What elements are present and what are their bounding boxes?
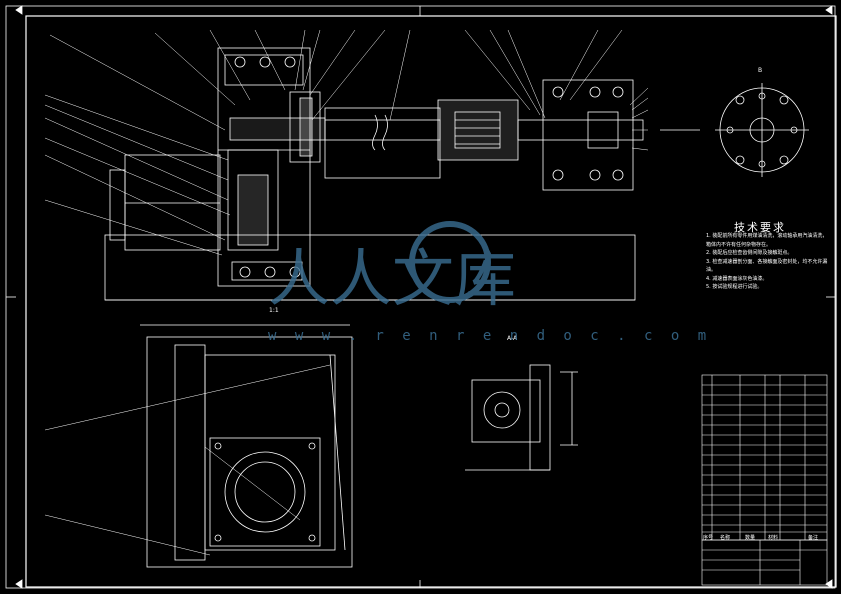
technical-requirements: 1. 装配前所有零件用煤油清洗，滚动轴承用汽油清洗，箱体内不许有任何杂物存在。 … xyxy=(706,232,830,292)
corner-marks xyxy=(6,5,835,589)
technical-requirements-title: 技术要求 xyxy=(734,221,786,234)
bom-header-name: 名称 xyxy=(720,535,731,541)
leader-lines xyxy=(44,29,649,556)
end-view xyxy=(715,83,809,177)
tech-note: 4. 减速器表面涂灰色油漆。 xyxy=(706,275,768,282)
view-label: B xyxy=(758,67,762,74)
side-view xyxy=(465,364,578,471)
tech-note: 3. 检查减速器剖分面、各接触面及密封处，均不允许漏油。 xyxy=(706,258,828,274)
bottom-view xyxy=(140,324,353,568)
bom-header-qty: 数量 xyxy=(745,535,756,541)
tech-note: 1. 装配前所有零件用煤油清洗，滚动轴承用汽油清洗，箱体内不许有任何杂物存在。 xyxy=(706,233,828,248)
tech-note: 2. 装配后应检查齿侧间隙及接触斑点。 xyxy=(706,250,793,256)
watermark-url: w w w . r e n r e n d o c . c o m xyxy=(268,328,712,344)
bom-header-material: 材料 xyxy=(768,535,779,541)
bom-table xyxy=(701,374,828,586)
main-view xyxy=(104,47,700,301)
section-label: A-A xyxy=(507,335,518,342)
inner-border xyxy=(25,15,837,588)
bom-header-no: 序号 xyxy=(703,535,714,541)
dimension-label: 1:1 xyxy=(269,307,279,314)
bom-header-remark: 备注 xyxy=(808,535,819,541)
watermark-logo-text: 人人文库 xyxy=(268,242,516,315)
watermark-logo: 人人文库 xyxy=(268,221,516,315)
tech-note: 5. 按试验规程进行试验。 xyxy=(706,284,763,290)
